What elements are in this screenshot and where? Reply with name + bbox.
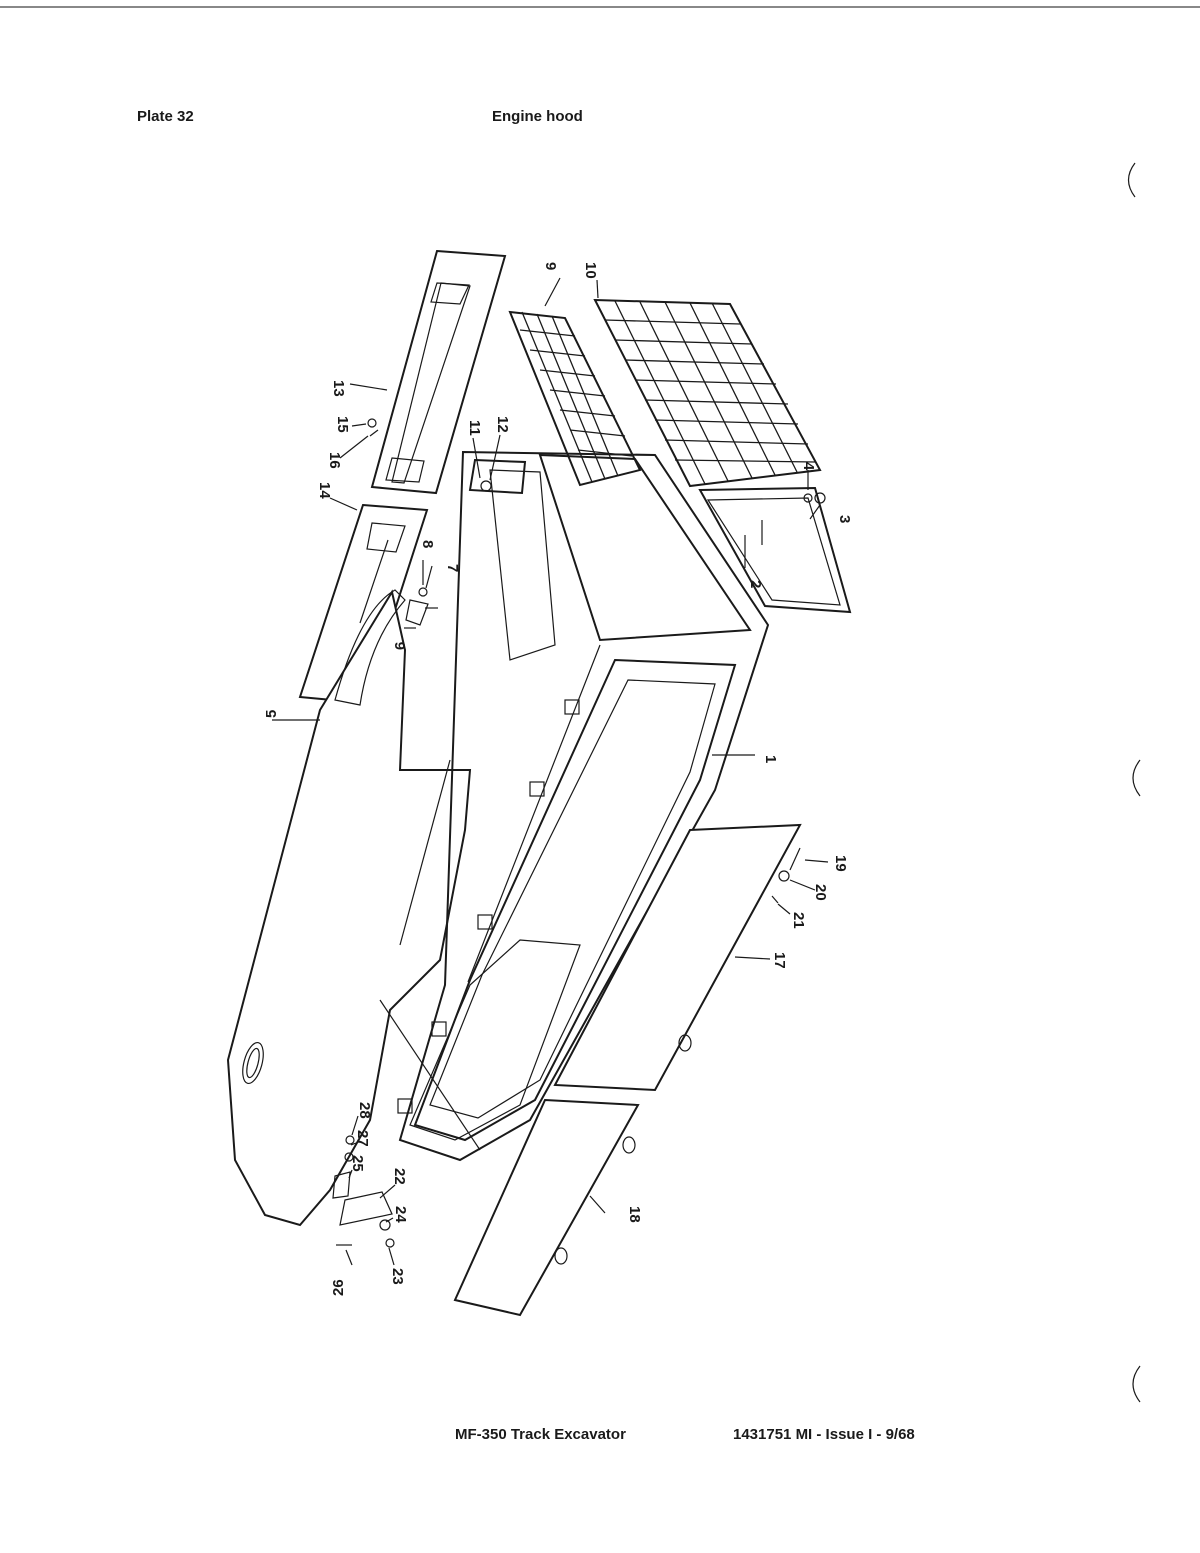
callout-11: 11 (466, 420, 483, 436)
callout-25: 25 (349, 1155, 366, 1172)
callout-18: 18 (626, 1206, 643, 1223)
footer-machine-name: MF-350 Track Excavator (455, 1426, 626, 1443)
callout-3: 3 (836, 515, 853, 523)
callout-26: 26 (330, 1279, 347, 1296)
callout-24: 24 (392, 1206, 409, 1223)
part-13-top-panel (370, 249, 507, 495)
callout-4: 4 (800, 462, 817, 471)
binder-mark-middle (1132, 759, 1141, 797)
footer-issue-number: 1431751 MI - Issue I - 9/68 (733, 1426, 915, 1443)
small-hardware (367, 418, 826, 904)
part-17-side-panel (553, 823, 802, 1092)
callout-23: 23 (389, 1268, 406, 1285)
callout-14: 14 (316, 482, 333, 499)
plate-number: Plate 32 (137, 108, 194, 125)
part-9-grate (508, 310, 642, 487)
callout-21: 21 (790, 912, 807, 929)
part-10-grate (593, 298, 822, 488)
leader-lines (272, 277, 829, 1266)
callout-10: 10 (582, 262, 599, 279)
callout-20: 20 (812, 884, 829, 901)
callout-15: 15 (334, 416, 351, 433)
plate-title: Engine hood (492, 108, 583, 125)
binder-mark-bottom (1132, 1365, 1141, 1403)
callout-5: 5 (263, 710, 280, 718)
grate-support-tray (698, 486, 852, 614)
callout-17: 17 (771, 952, 788, 969)
callout-7: 7 (444, 564, 461, 572)
callout-2: 2 (747, 580, 764, 588)
callout-28: 28 (356, 1102, 373, 1119)
callout-6: 6 (392, 642, 409, 650)
binder-mark-top (1127, 162, 1136, 198)
part-5-hood-panel (226, 589, 472, 1227)
callout-9: 9 (542, 262, 559, 270)
callout-19: 19 (832, 855, 849, 872)
callout-27: 27 (354, 1130, 371, 1147)
callout-16: 16 (326, 452, 343, 469)
callout-8: 8 (419, 540, 436, 548)
callout-12: 12 (494, 416, 511, 433)
callout-labels: 1 2 3 4 5 6 7 8 9 10 11 12 13 14 15 16 1… (263, 262, 853, 1296)
callout-1: 1 (762, 755, 779, 763)
callout-13: 13 (330, 380, 347, 397)
scan-top-border (0, 6, 1200, 8)
hinge-bracket-assembly (332, 1135, 395, 1248)
part-1-hood-frame (379, 450, 770, 1162)
callout-22: 22 (391, 1168, 408, 1185)
part-18-side-panel (453, 1098, 640, 1317)
